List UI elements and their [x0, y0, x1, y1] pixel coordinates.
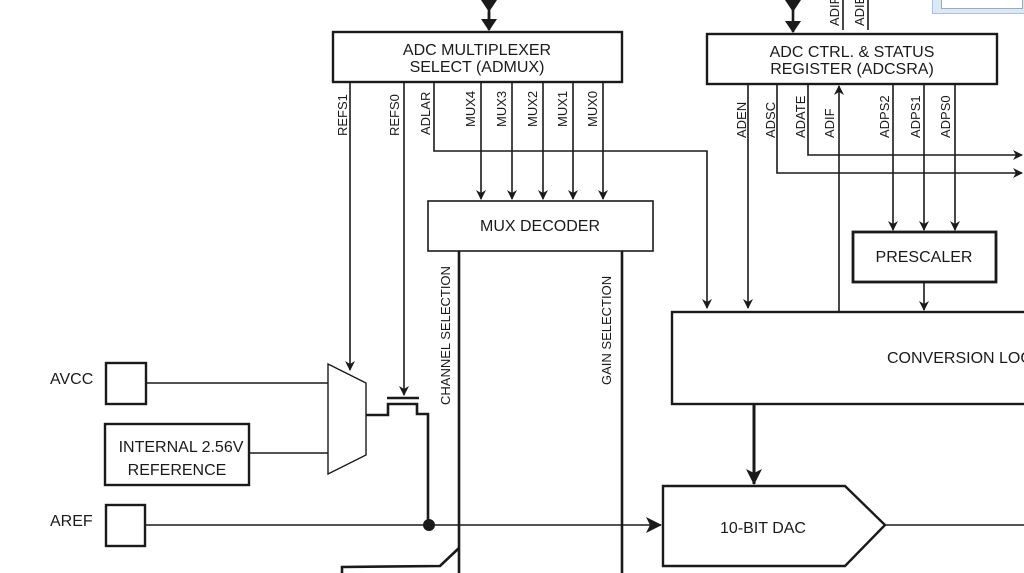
window-field [941, 0, 1023, 9]
aref-pin [104, 503, 147, 548]
svg-text:SELECT (ADMUX): SELECT (ADMUX) [410, 59, 545, 76]
gain-selection-label: GAIN SELECTION [599, 276, 614, 385]
mux2-label: MUX2 [525, 91, 540, 127]
adsc-label: ADSC [763, 102, 778, 138]
admux-register-box: ADC MULTIPLEXER SELECT (ADMUX) [331, 30, 624, 84]
adcsra-bus-arrow [785, 0, 801, 33]
svg-text:ADC CTRL. & STATUS: ADC CTRL. & STATUS [770, 44, 935, 61]
dac-block: 10-BIT DAC [661, 484, 887, 568]
prescaler-box: PRESCALER [851, 230, 998, 284]
svg-text:INTERNAL 2.56V: INTERNAL 2.56V [119, 439, 244, 456]
adate-line [807, 85, 1023, 160]
adlar-line [433, 83, 712, 309]
mux0-label: MUX0 [585, 91, 600, 127]
mux3-label: MUX3 [494, 91, 509, 127]
reference-mux [327, 362, 367, 476]
adif-label: ADIF [822, 108, 837, 138]
adps0-label: ADPS0 [938, 95, 953, 138]
svg-text:10-BIT DAC: 10-BIT DAC [720, 520, 806, 537]
svg-text:MUX DECODER: MUX DECODER [480, 218, 600, 235]
adif-top-label: ADIF [827, 0, 842, 26]
adie-top-label: ADIE [852, 0, 867, 26]
avcc-label: AVCC [50, 371, 93, 388]
admux-bus-arrow [481, 0, 497, 31]
adate-label: ADATE [793, 95, 808, 138]
adlar-label: ADLAR [418, 92, 433, 135]
svg-text:PRESCALER: PRESCALER [876, 249, 973, 266]
channel-selection-label: CHANNEL SELECTION [438, 266, 453, 405]
adps2-label: ADPS2 [877, 95, 892, 138]
refs1-label: REFS1 [335, 94, 350, 136]
mux-decoder-box: MUX DECODER [427, 200, 654, 252]
avcc-pin [104, 361, 148, 406]
internal-reference-box: INTERNAL 2.56V REFERENCE [103, 422, 251, 487]
refs0-label: REFS0 [387, 94, 402, 136]
mux4-label: MUX4 [463, 91, 478, 127]
adcsra-register-box: ADC CTRL. & STATUS REGISTER (ADCSRA) [705, 32, 999, 86]
svg-text:CONVERSION LOGIC: CONVERSION LOGIC [887, 350, 1024, 367]
background-window-fragment [932, 0, 1024, 14]
aref-label: AREF [50, 513, 93, 530]
svg-text:REFERENCE: REFERENCE [128, 462, 227, 479]
adsc-line [776, 85, 1023, 178]
junction-dot [423, 519, 435, 531]
conversion-logic-box: CONVERSION LOGIC [670, 310, 1024, 406]
adps1-label: ADPS1 [908, 95, 923, 138]
mux1-label: MUX1 [555, 91, 570, 127]
reference-switch-transistor [366, 396, 430, 525]
gain-amplifier-fragment [340, 547, 460, 573]
svg-text:REGISTER (ADCSRA): REGISTER (ADCSRA) [770, 61, 934, 78]
svg-text:ADC MULTIPLEXER: ADC MULTIPLEXER [403, 42, 551, 59]
aden-label: ADEN [734, 102, 749, 138]
